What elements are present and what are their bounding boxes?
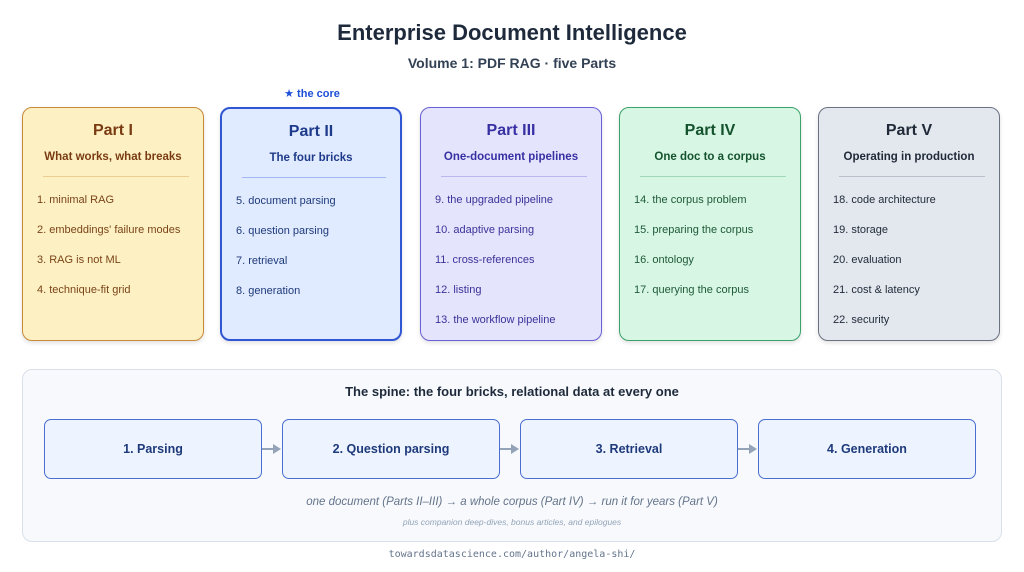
- part-chapter-list: 9. the upgraded pipeline 10. adaptive par…: [435, 192, 555, 342]
- part-chapter-list: 1. minimal RAG 2. embeddings' failure mod…: [37, 192, 180, 312]
- chapter-item: 1. minimal RAG: [37, 194, 115, 206]
- spine-brick-1: 1. Parsing: [44, 419, 262, 479]
- chapter-item: 21. cost & latency: [833, 284, 920, 296]
- spine-small-note: plus companion deep-dives, bonus article…: [402, 517, 622, 527]
- part-card-5: Part V Operating in production 18. code ar…: [818, 107, 1000, 341]
- part-card-1: Part I What works, what breaks 1. minimal …: [22, 107, 204, 341]
- core-tag: ★ the core: [284, 88, 340, 100]
- part-name: Part II: [288, 123, 334, 140]
- spine-brick-4: 4. Generation: [758, 419, 976, 479]
- diagram-title: Enterprise Document Intelligence: [337, 20, 687, 45]
- spine-panel: The spine: the four bricks, relational d…: [22, 369, 1002, 542]
- chapter-item: 22. security: [833, 314, 890, 326]
- part-subtitle: One doc to a corpus: [654, 151, 766, 163]
- chapter-item: 9. the upgraded pipeline: [435, 194, 554, 206]
- arrow-right-icon: [500, 444, 519, 454]
- part-subtitle: The four bricks: [269, 152, 353, 164]
- chapter-item: 17. querying the corpus: [634, 284, 749, 296]
- part-name: Part V: [885, 122, 933, 139]
- part-name: Part III: [486, 122, 536, 139]
- chapter-item: 7. retrieval: [236, 255, 288, 267]
- part-chapter-list: 14. the corpus problem 15. preparing the …: [634, 192, 753, 312]
- part-divider: [640, 176, 786, 177]
- spine-brick-2: 2. Question parsing: [282, 419, 500, 479]
- chapter-item: 19. storage: [833, 224, 889, 236]
- part-name: Part I: [92, 122, 133, 139]
- part-card-2: Part II The four bricks 5. document parsin…: [220, 107, 402, 341]
- chapter-item: 10. adaptive parsing: [435, 224, 535, 236]
- arrow-right-icon: [738, 444, 757, 454]
- chapter-item: 20. evaluation: [833, 254, 902, 266]
- part-subtitle: One-document pipelines: [443, 151, 579, 163]
- diagram-subtitle: Volume 1: PDF RAG · five Parts: [407, 55, 617, 71]
- chapter-item: 16. ontology: [634, 254, 694, 266]
- chapter-item: 15. preparing the corpus: [634, 224, 754, 236]
- chapter-item: 14. the corpus problem: [634, 194, 747, 206]
- part-subtitle: Operating in production: [843, 151, 975, 163]
- chapter-item: 12. listing: [435, 284, 482, 296]
- part-chapter-list: 5. document parsing 6. question parsing 7.…: [236, 193, 336, 313]
- footer-url: towardsdatascience.com/author/angela-shi…: [388, 549, 636, 560]
- chapter-item: 5. document parsing: [236, 195, 336, 207]
- part-divider: [242, 177, 386, 178]
- chapter-item: 13. the workflow pipeline: [435, 314, 556, 326]
- chapter-item: 8. generation: [236, 285, 301, 297]
- part-divider: [839, 176, 985, 177]
- chapter-item: 11. cross-references: [435, 254, 535, 266]
- spine-brick-3: 3. Retrieval: [520, 419, 738, 479]
- chapter-item: 18. code architecture: [833, 194, 936, 206]
- part-chapter-list: 18. code architecture 19. storage 20. eval…: [833, 192, 936, 342]
- spine-title: The spine: the four bricks, relational d…: [345, 384, 679, 399]
- part-name: Part IV: [684, 122, 736, 139]
- chapter-item: 6. question parsing: [236, 225, 329, 237]
- part-divider: [43, 176, 189, 177]
- chapter-item: 2. embeddings' failure modes: [37, 224, 181, 236]
- part-subtitle: What works, what breaks: [44, 151, 182, 163]
- part-card-3: Part III One-document pipelines 9. the upg…: [420, 107, 602, 341]
- part-divider: [441, 176, 587, 177]
- arrow-right-icon: [262, 444, 281, 454]
- chapter-item: 4. technique-fit grid: [37, 284, 131, 296]
- spine-note: one document (Parts II–III) → a whole co…: [306, 496, 718, 508]
- chapter-item: 3. RAG is not ML: [37, 254, 121, 266]
- part-card-4: Part IV One doc to a corpus 14. the corpus…: [619, 107, 801, 341]
